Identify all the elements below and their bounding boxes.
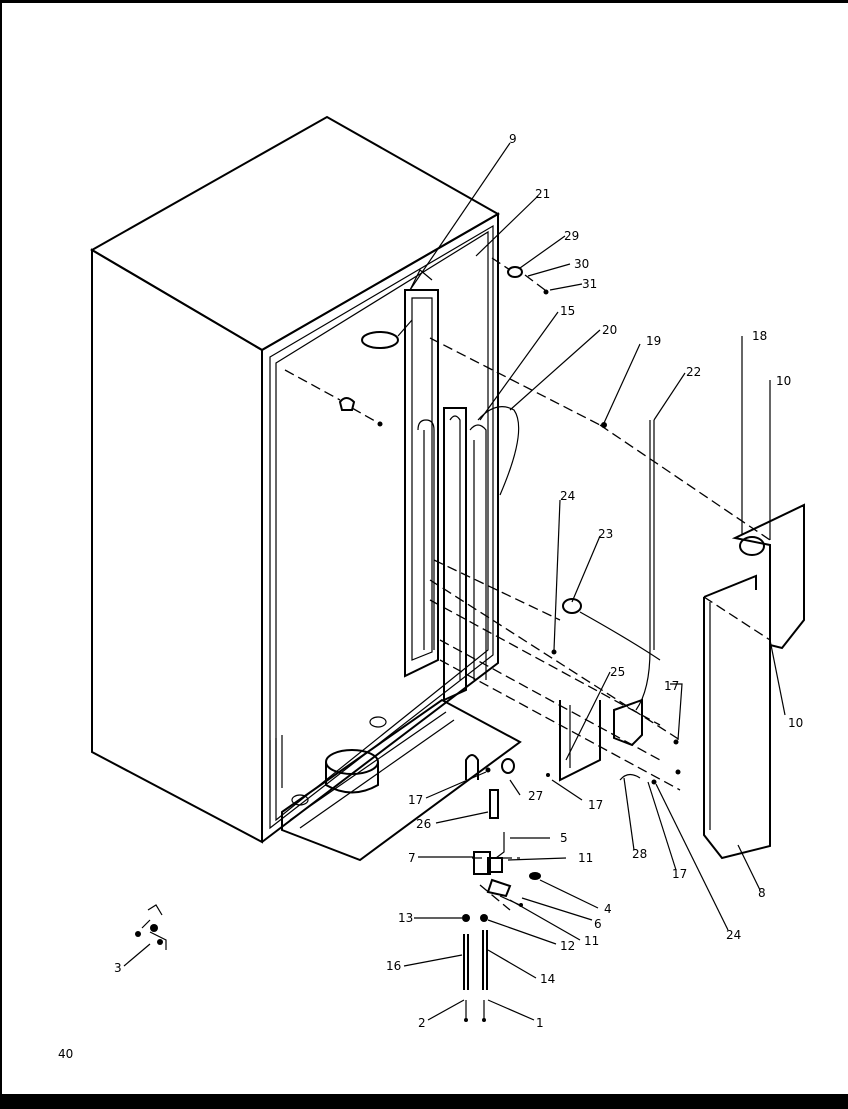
callout-2: 2 <box>418 1016 426 1030</box>
callout-11-bottom: 11 <box>584 934 599 948</box>
page-number: 40 <box>58 1047 73 1061</box>
callout-26: 26 <box>416 817 431 831</box>
callout-10-top: 10 <box>776 374 791 388</box>
callout-11-top: 11 <box>578 851 593 865</box>
callout-24-top: 24 <box>560 489 575 503</box>
callout-10-bottom: 10 <box>788 716 803 730</box>
rear-access-panel <box>703 503 805 860</box>
callout-19: 19 <box>646 334 661 348</box>
callout-27: 27 <box>528 789 543 803</box>
callout-24-bottom: 24 <box>726 928 741 942</box>
callout-30: 30 <box>574 257 589 271</box>
callout-29: 29 <box>564 229 579 243</box>
callout-22: 22 <box>686 365 701 379</box>
callout-3: 3 <box>114 961 122 975</box>
water-valve-assembly <box>462 832 541 1022</box>
callout-1: 1 <box>536 1016 544 1030</box>
callout-20: 20 <box>602 323 617 337</box>
callout-21: 21 <box>535 187 550 201</box>
leader-lines <box>123 142 786 1021</box>
callout-12: 12 <box>560 939 575 953</box>
callout-7: 7 <box>408 851 416 865</box>
callout-17-left: 17 <box>408 793 423 807</box>
small-parts <box>338 266 681 819</box>
callout-labels: 9 21 29 30 31 15 20 19 22 18 10 24 23 25… <box>114 132 803 1030</box>
alignment-lines <box>284 257 771 911</box>
callout-17-lower: 17 <box>672 867 687 881</box>
callout-28: 28 <box>632 847 647 861</box>
condenser-coil <box>361 269 520 702</box>
callout-16: 16 <box>386 959 401 973</box>
callout-14: 14 <box>540 972 555 986</box>
callout-6: 6 <box>594 917 602 931</box>
callout-8: 8 <box>758 886 766 900</box>
callout-25: 25 <box>610 665 625 679</box>
callout-15: 15 <box>560 304 575 318</box>
callout-31: 31 <box>582 277 597 291</box>
detail-assembly-3 <box>135 904 167 950</box>
callout-17-right: 17 <box>664 679 679 693</box>
callout-9: 9 <box>509 132 517 146</box>
refrigerator-cabinet <box>89 115 522 862</box>
callout-18: 18 <box>752 329 767 343</box>
callout-13: 13 <box>398 911 413 925</box>
callout-5: 5 <box>560 831 568 845</box>
callout-23: 23 <box>598 527 613 541</box>
callout-4: 4 <box>604 902 612 916</box>
callout-17-mid: 17 <box>588 798 603 812</box>
